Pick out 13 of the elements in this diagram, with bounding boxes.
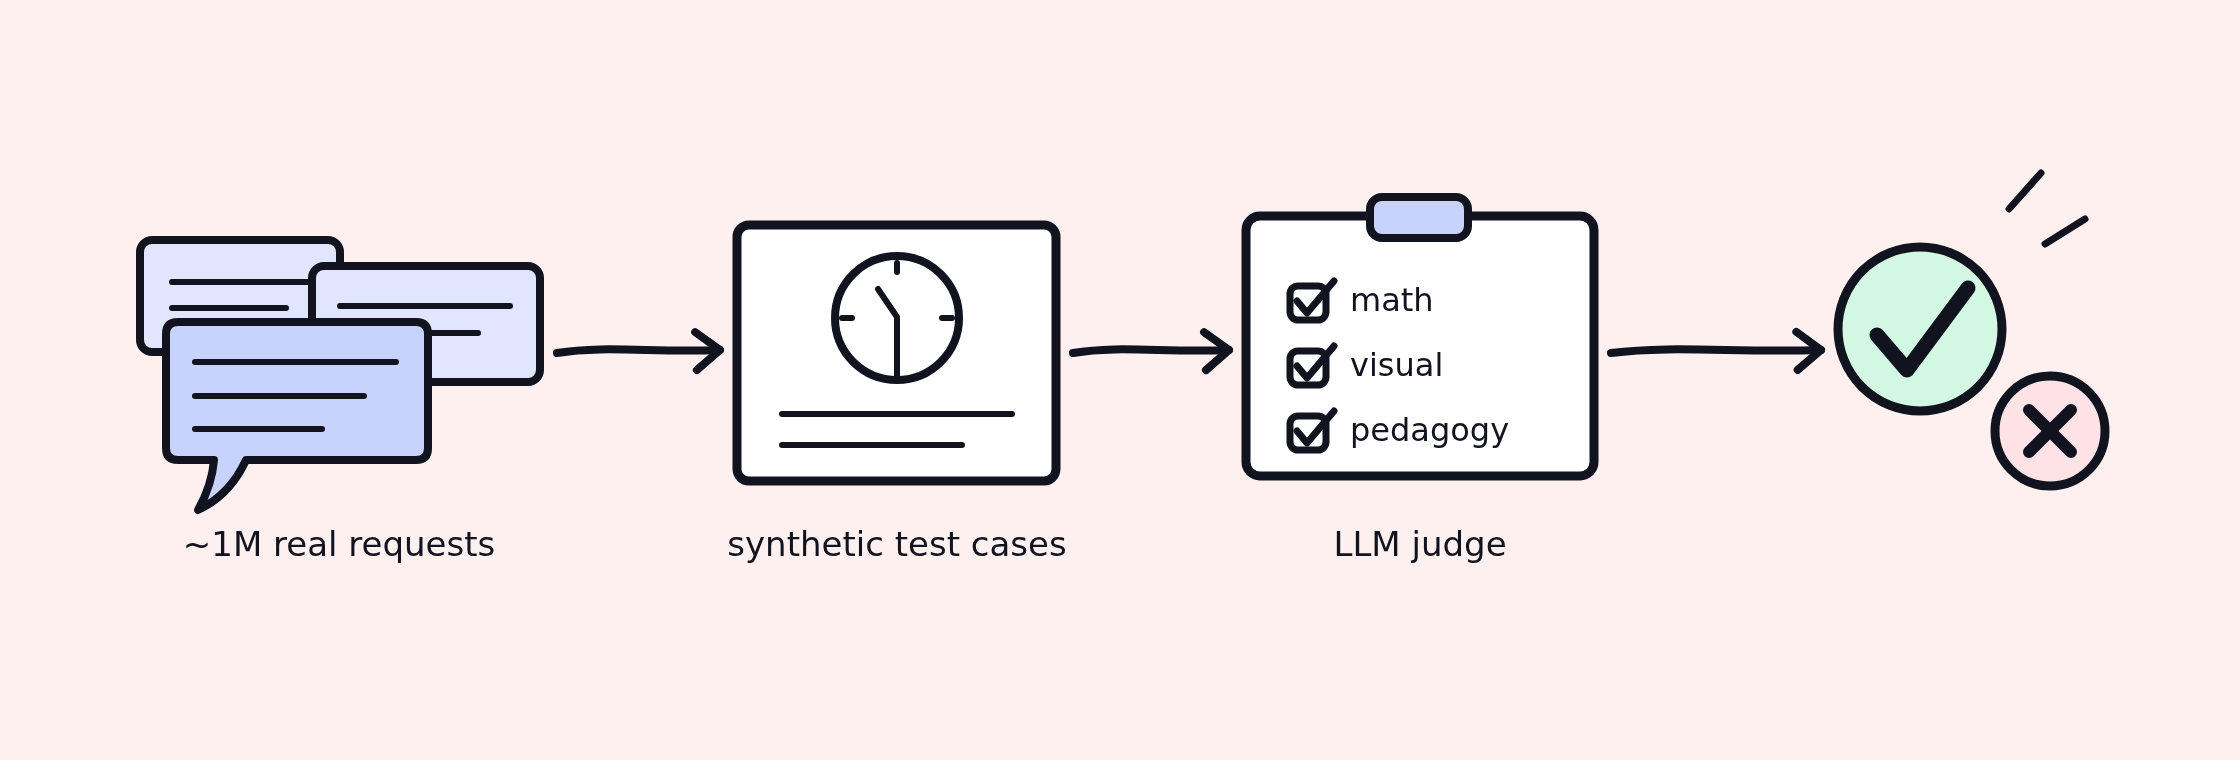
check-and-cross-illustration <box>1833 168 2111 492</box>
node-label: LLM judge <box>1333 523 1507 566</box>
arrow <box>1607 327 1825 374</box>
node-label: ~1M real requests <box>182 523 496 566</box>
clipboard-card <box>1241 192 1599 481</box>
node-label: synthetic test cases <box>727 523 1067 566</box>
arrow <box>1069 327 1233 374</box>
chat-bubbles-illustration <box>135 235 545 515</box>
clock-card-illustration <box>732 220 1061 486</box>
checklist-item: pedagogy <box>1350 410 1510 450</box>
checklist-item: math <box>1350 280 1434 320</box>
arrow <box>553 327 724 374</box>
checklist-item: visual <box>1350 345 1444 385</box>
